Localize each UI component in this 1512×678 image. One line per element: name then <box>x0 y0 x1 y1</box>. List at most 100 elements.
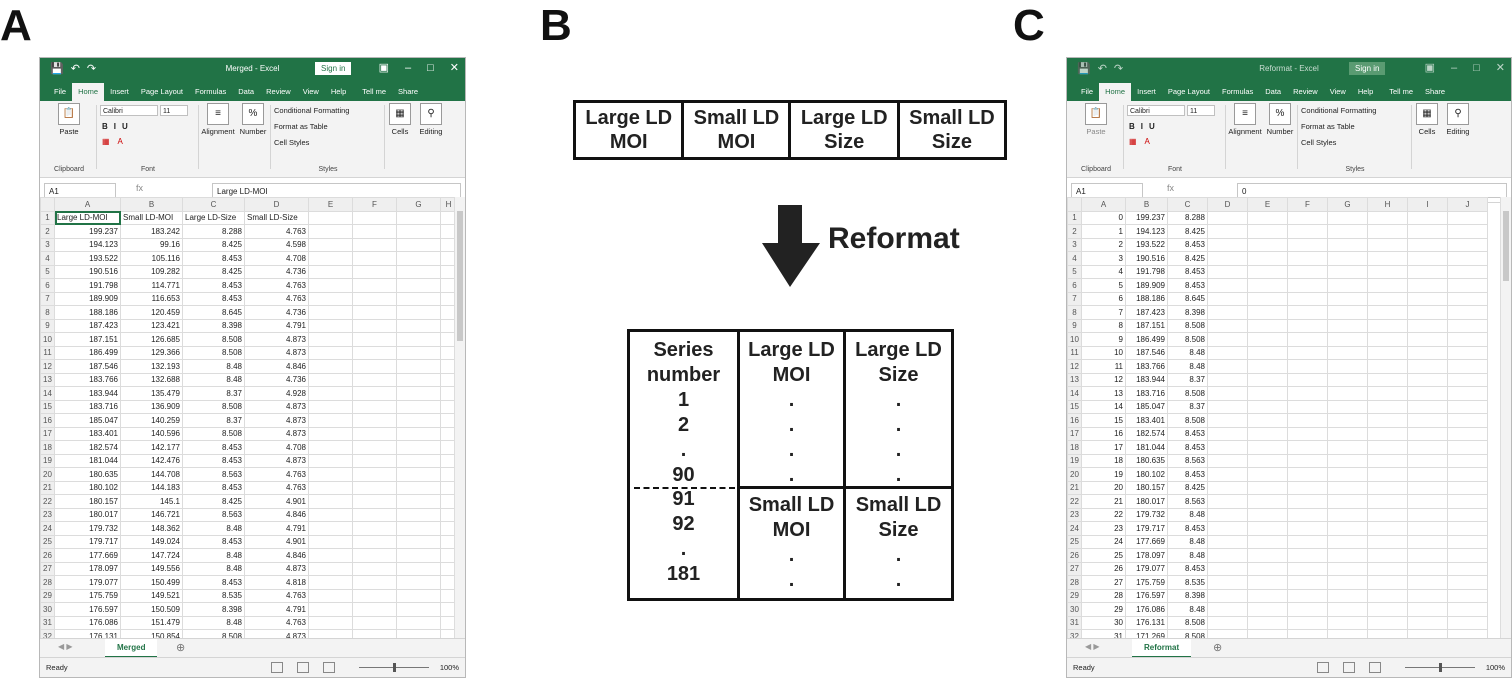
cell[interactable] <box>1367 318 1408 333</box>
cell[interactable] <box>1247 615 1288 630</box>
font-color-icon[interactable]: ▦A <box>1129 137 1158 146</box>
cell[interactable]: 149.024 <box>120 534 183 549</box>
cell[interactable] <box>1287 210 1328 225</box>
cell[interactable] <box>1407 386 1448 401</box>
cell[interactable]: 183.766 <box>1125 359 1168 374</box>
cell[interactable] <box>396 615 441 630</box>
cell[interactable] <box>1287 278 1328 293</box>
redo-icon[interactable]: ↷ <box>86 63 97 75</box>
cell[interactable] <box>396 426 441 441</box>
cell[interactable] <box>1327 237 1368 252</box>
cell[interactable] <box>396 494 441 509</box>
fx-icon[interactable]: fx <box>136 183 144 193</box>
cell[interactable]: 182.574 <box>1125 426 1168 441</box>
cell[interactable]: 12 <box>1081 372 1126 387</box>
cell[interactable] <box>1287 251 1328 266</box>
cell[interactable]: 8.48 <box>182 561 245 576</box>
cell[interactable] <box>1207 548 1248 563</box>
cell[interactable] <box>308 467 353 482</box>
zoom-slider[interactable] <box>1405 663 1475 672</box>
row-header[interactable]: 5 <box>1067 264 1082 279</box>
cell[interactable] <box>308 480 353 495</box>
column-header[interactable]: G <box>396 197 441 212</box>
font-size-select[interactable]: 11 <box>160 105 188 116</box>
find-icon[interactable]: ⚲ <box>1447 103 1469 125</box>
cell[interactable]: 4.901 <box>244 494 309 509</box>
ribbon-display-icon[interactable]: ▣ <box>1424 62 1435 74</box>
cell[interactable] <box>396 251 441 266</box>
tell-me-search[interactable]: Tell me <box>1389 87 1414 96</box>
cell[interactable]: 126.685 <box>120 332 183 347</box>
cell[interactable] <box>396 399 441 414</box>
cell[interactable]: 135.479 <box>120 386 183 401</box>
cell[interactable]: 8.508 <box>1167 615 1208 630</box>
share-button[interactable]: Share <box>1425 87 1446 96</box>
cell[interactable]: 8.288 <box>182 224 245 239</box>
cell[interactable]: 8.48 <box>182 615 245 630</box>
redo-icon[interactable]: ↷ <box>1113 63 1124 75</box>
cell[interactable] <box>1327 345 1368 360</box>
cell[interactable] <box>1447 534 1488 549</box>
cell[interactable] <box>1407 318 1448 333</box>
cell[interactable]: 8.453 <box>1167 561 1208 576</box>
cell[interactable]: 187.546 <box>1125 345 1168 360</box>
cell[interactable]: 177.669 <box>54 548 121 563</box>
row-header[interactable]: 21 <box>1067 480 1082 495</box>
cell[interactable]: 199.237 <box>54 224 121 239</box>
clipboard-icon[interactable]: 📋 <box>1085 103 1107 125</box>
cell[interactable]: 181.044 <box>1125 440 1168 455</box>
cell[interactable]: 8.425 <box>1167 251 1208 266</box>
cell[interactable]: 8.508 <box>182 399 245 414</box>
tab-data[interactable]: Data <box>238 87 255 96</box>
cell[interactable] <box>1207 534 1248 549</box>
save-icon[interactable]: 💾 <box>50 63 64 75</box>
cell[interactable]: 99.16 <box>120 237 183 252</box>
row-header[interactable]: 22 <box>40 494 55 509</box>
cell[interactable] <box>1287 588 1328 603</box>
alignment-button[interactable]: Alignment <box>1228 127 1262 136</box>
cell[interactable]: 8.48 <box>1167 345 1208 360</box>
cell[interactable] <box>1407 399 1448 414</box>
cell[interactable]: 150.509 <box>120 602 183 617</box>
cell[interactable] <box>352 534 397 549</box>
cell[interactable] <box>308 345 353 360</box>
cell[interactable]: 151.479 <box>120 615 183 630</box>
cell-styles-button[interactable]: Cell Styles <box>1301 138 1337 147</box>
row-header[interactable]: 31 <box>1067 615 1082 630</box>
cell[interactable] <box>352 561 397 576</box>
cell[interactable] <box>1407 291 1448 306</box>
cell[interactable] <box>1447 413 1488 428</box>
cell[interactable]: 28 <box>1081 588 1126 603</box>
cell[interactable]: 176.086 <box>54 615 121 630</box>
cell[interactable]: 176.131 <box>1125 615 1168 630</box>
cell[interactable] <box>1247 426 1288 441</box>
cell[interactable] <box>1207 372 1248 387</box>
cell[interactable] <box>1327 224 1368 239</box>
cell[interactable] <box>396 305 441 320</box>
cell[interactable] <box>308 399 353 414</box>
row-header[interactable]: 20 <box>1067 467 1082 482</box>
cell[interactable]: 4.763 <box>244 224 309 239</box>
cell[interactable]: 180.102 <box>54 480 121 495</box>
cell[interactable] <box>1327 561 1368 576</box>
cell[interactable]: 4.873 <box>244 332 309 347</box>
select-all-corner[interactable] <box>1067 197 1082 212</box>
cell[interactable] <box>308 494 353 509</box>
cell[interactable] <box>1327 602 1368 617</box>
cell[interactable] <box>1207 237 1248 252</box>
cell[interactable]: 183.242 <box>120 224 183 239</box>
cell[interactable] <box>1367 264 1408 279</box>
row-header[interactable]: 12 <box>40 359 55 374</box>
row-header[interactable]: 28 <box>40 575 55 590</box>
cell[interactable]: 9 <box>1081 332 1126 347</box>
cell[interactable] <box>396 210 441 225</box>
cell[interactable] <box>308 359 353 374</box>
cell[interactable] <box>352 507 397 522</box>
cell[interactable]: 8.398 <box>182 318 245 333</box>
cell[interactable] <box>1207 332 1248 347</box>
cell[interactable]: 187.151 <box>54 332 121 347</box>
cell[interactable]: 183.401 <box>54 426 121 441</box>
cell[interactable] <box>1207 453 1248 468</box>
cell[interactable]: 176.086 <box>1125 602 1168 617</box>
font-name-select[interactable]: Calibri <box>1127 105 1185 116</box>
